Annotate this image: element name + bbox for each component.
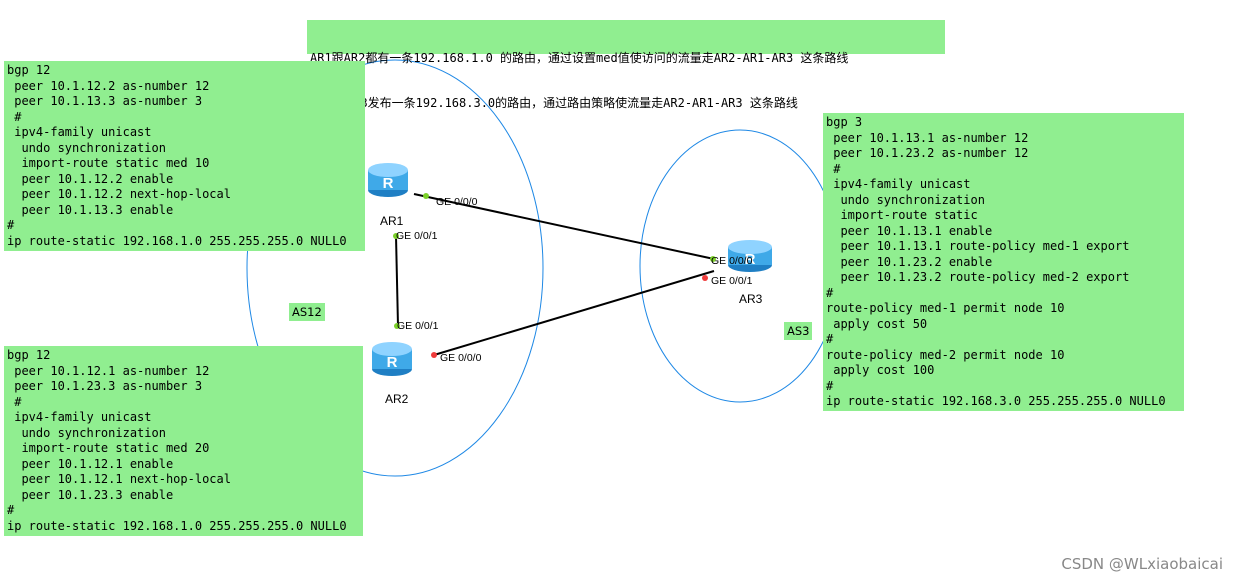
config-line: apply cost 100 <box>826 363 935 377</box>
port-dot-ar1-g001 <box>393 233 399 239</box>
router-ar2-icon[interactable]: R <box>372 342 412 376</box>
config-line: peer 10.1.23.2 route-policy med-2 export <box>826 270 1130 284</box>
config-line: import-route static <box>826 208 978 222</box>
config-line: peer 10.1.12.1 as-number 12 <box>7 363 210 378</box>
config-line: peer 10.1.13.1 route-policy med-1 export <box>826 239 1130 253</box>
router-ar1-label: AR1 <box>380 214 404 228</box>
config-line: # <box>826 378 834 393</box>
config-line: peer 10.1.13.1 enable <box>826 223 993 238</box>
config-line: # <box>7 109 22 124</box>
config-line: undo synchronization <box>826 192 985 207</box>
port-dot-ar3-g001 <box>702 275 708 281</box>
banner-line-2: 同时在AR3发布一条192.168.3.0的路由，通过路由策略使流量走AR2-A… <box>310 96 798 110</box>
config-line: peer 10.1.12.1 next-hop-local <box>7 472 231 486</box>
config-line: undo synchronization <box>7 140 166 155</box>
link-ar2-ar3 <box>433 270 715 356</box>
as12-boundary <box>246 59 544 477</box>
config-line: import-route static med 20 <box>7 441 210 455</box>
router-ar3-icon[interactable]: R <box>728 240 772 272</box>
config-line: # <box>7 503 15 517</box>
description-banner: AR1跟AR2都有一条192.168.1.0 的路由，通过设置med值使访问的流… <box>307 20 945 110</box>
as3-label: AS3 <box>784 322 813 340</box>
port-dot-ar1-g000 <box>423 193 429 199</box>
router-ar2-letter: R <box>387 354 398 371</box>
config-line: peer 10.1.12.1 enable <box>7 456 174 471</box>
config-line: peer 10.1.13.3 enable <box>7 202 174 217</box>
port-ar2-g000-label: GE 0/0/0 <box>440 352 482 364</box>
config-line: peer 10.1.23.3 as-number 3 <box>7 379 203 393</box>
config-line: ip route-static 192.168.1.0 255.255.255.… <box>7 518 347 533</box>
config-line: peer 10.1.13.3 as-number 3 <box>7 94 203 108</box>
ar2-config-note: bgp 12 peer 10.1.12.1 as-number 12 peer … <box>4 346 363 536</box>
config-line: peer 10.1.23.2 as-number 12 <box>826 146 1029 160</box>
ar1-config-note: bgp 12 peer 10.1.12.2 as-number 12 peer … <box>4 61 365 251</box>
config-line: peer 10.1.12.2 as-number 12 <box>7 78 210 93</box>
port-ar3-g001-label: GE 0/0/1 <box>711 275 753 287</box>
router-ar3-letter: R <box>745 251 756 268</box>
port-ar2-g001-label: GE 0/0/1 <box>397 320 439 332</box>
config-line: peer 10.1.12.2 enable <box>7 171 174 186</box>
config-line: ip route-static 192.168.3.0 255.255.255.… <box>826 394 1166 408</box>
port-dot-ar2-g000 <box>431 352 437 358</box>
as12-label: AS12 <box>289 303 325 321</box>
config-line: ipv4-family unicast <box>7 125 152 139</box>
router-ar3-label: AR3 <box>739 292 763 306</box>
config-line: apply cost 50 <box>826 316 928 331</box>
config-line: ipv4-family unicast <box>7 410 152 424</box>
router-ar1-letter: R <box>383 175 394 192</box>
config-line: peer 10.1.12.2 next-hop-local <box>7 187 231 201</box>
config-line: # <box>826 332 834 346</box>
ar3-config-note: bgp 3 peer 10.1.13.1 as-number 12 peer 1… <box>823 113 1184 411</box>
config-line: bgp 3 <box>826 115 863 129</box>
port-ar1-g000-label: GE 0/0/0 <box>436 196 478 208</box>
link-ar1-ar3 <box>413 193 715 260</box>
config-line: route-policy med-2 permit node 10 <box>826 347 1065 362</box>
config-line: import-route static med 10 <box>7 156 210 170</box>
port-dot-ar2-g001 <box>394 323 400 329</box>
port-ar3-g000-label: GE 0/0/0 <box>711 255 753 267</box>
port-dot-ar3-g000 <box>710 256 716 262</box>
port-ar1-g001-label: GE 0/0/1 <box>396 230 438 242</box>
banner-line-1: AR1跟AR2都有一条192.168.1.0 的路由，通过设置med值使访问的流… <box>310 51 849 65</box>
config-line: peer 10.1.23.2 enable <box>826 254 993 269</box>
link-ar1-ar2 <box>395 235 399 327</box>
config-line: peer 10.1.13.1 as-number 12 <box>826 130 1029 145</box>
config-line: bgp 12 <box>7 63 51 77</box>
config-line: peer 10.1.23.3 enable <box>7 487 174 502</box>
config-line: # <box>7 218 15 232</box>
config-line: ipv4-family unicast <box>826 177 971 191</box>
router-ar1-icon[interactable]: R <box>368 163 408 197</box>
config-line: route-policy med-1 permit node 10 <box>826 301 1065 315</box>
config-line: # <box>826 285 834 300</box>
config-line: # <box>7 394 22 409</box>
config-line: bgp 12 <box>7 348 51 362</box>
config-line: # <box>826 161 841 176</box>
config-line: ip route-static 192.168.1.0 255.255.255.… <box>7 233 347 248</box>
config-line: undo synchronization <box>7 425 166 440</box>
router-ar2-label: AR2 <box>385 392 409 406</box>
csdn-watermark: CSDN @WLxiaobaicai <box>1061 555 1223 573</box>
